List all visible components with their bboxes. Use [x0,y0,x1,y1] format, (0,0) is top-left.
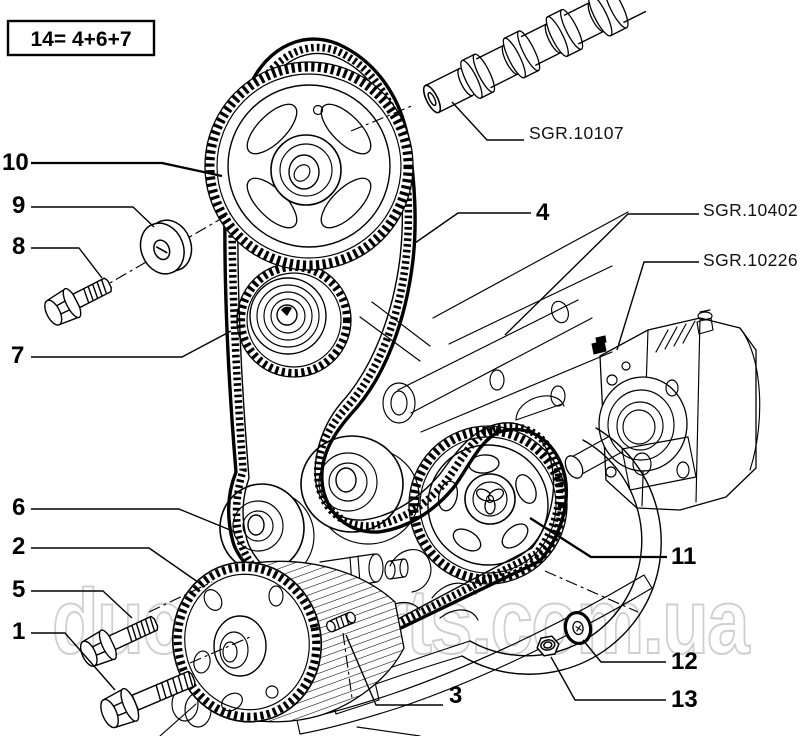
engine-block [159,211,697,736]
part-label-7: 7 [11,342,24,369]
part-label-11: 11 [671,543,696,570]
part-label-12: 12 [671,648,698,675]
leader-lines [31,101,699,706]
legend-formula: 14= 4+6+7 [30,28,131,51]
timing-belt [223,37,569,668]
stud-3 [326,611,356,633]
nut-13 [536,635,560,657]
part-label-10: 10 [2,149,29,176]
camshaft [422,0,647,114]
crankshaft-gear [171,560,405,723]
bolt-1 [100,670,196,729]
part-label-1: 1 [12,618,25,645]
part-label-8: 8 [12,233,25,260]
watermark-text: ducatoparts.com.ua [52,571,750,673]
pump-sprocket [236,262,352,378]
injection-pump [564,309,761,511]
part-label-9: 9 [12,192,25,219]
legend-box: 14= 4+6+7 [6,19,156,57]
part-labels: 10 9 8 7 6 2 5 1 4 11 12 13 3 [2,149,698,713]
part-label-2: 2 [12,533,25,560]
sgr-labels: SGR.10107 SGR.10402 SGR.10226 [529,123,798,270]
crankshaft-sprocket [408,425,568,585]
sgr-label-10107: SGR.10107 [529,123,624,143]
part-label-4: 4 [536,199,550,226]
bolt-5 [79,615,159,667]
washer-9 [139,219,193,275]
part-label-13: 13 [671,686,698,713]
part-label-3: 3 [449,682,462,709]
washer-12 [563,611,593,645]
bolt-8 [44,277,112,326]
sgr-label-10226: SGR.10226 [703,250,798,270]
camshaft-sprocket [204,61,414,271]
part-label-6: 6 [12,494,25,521]
sgr-label-10402: SGR.10402 [703,200,798,220]
part-label-5: 5 [12,576,25,603]
